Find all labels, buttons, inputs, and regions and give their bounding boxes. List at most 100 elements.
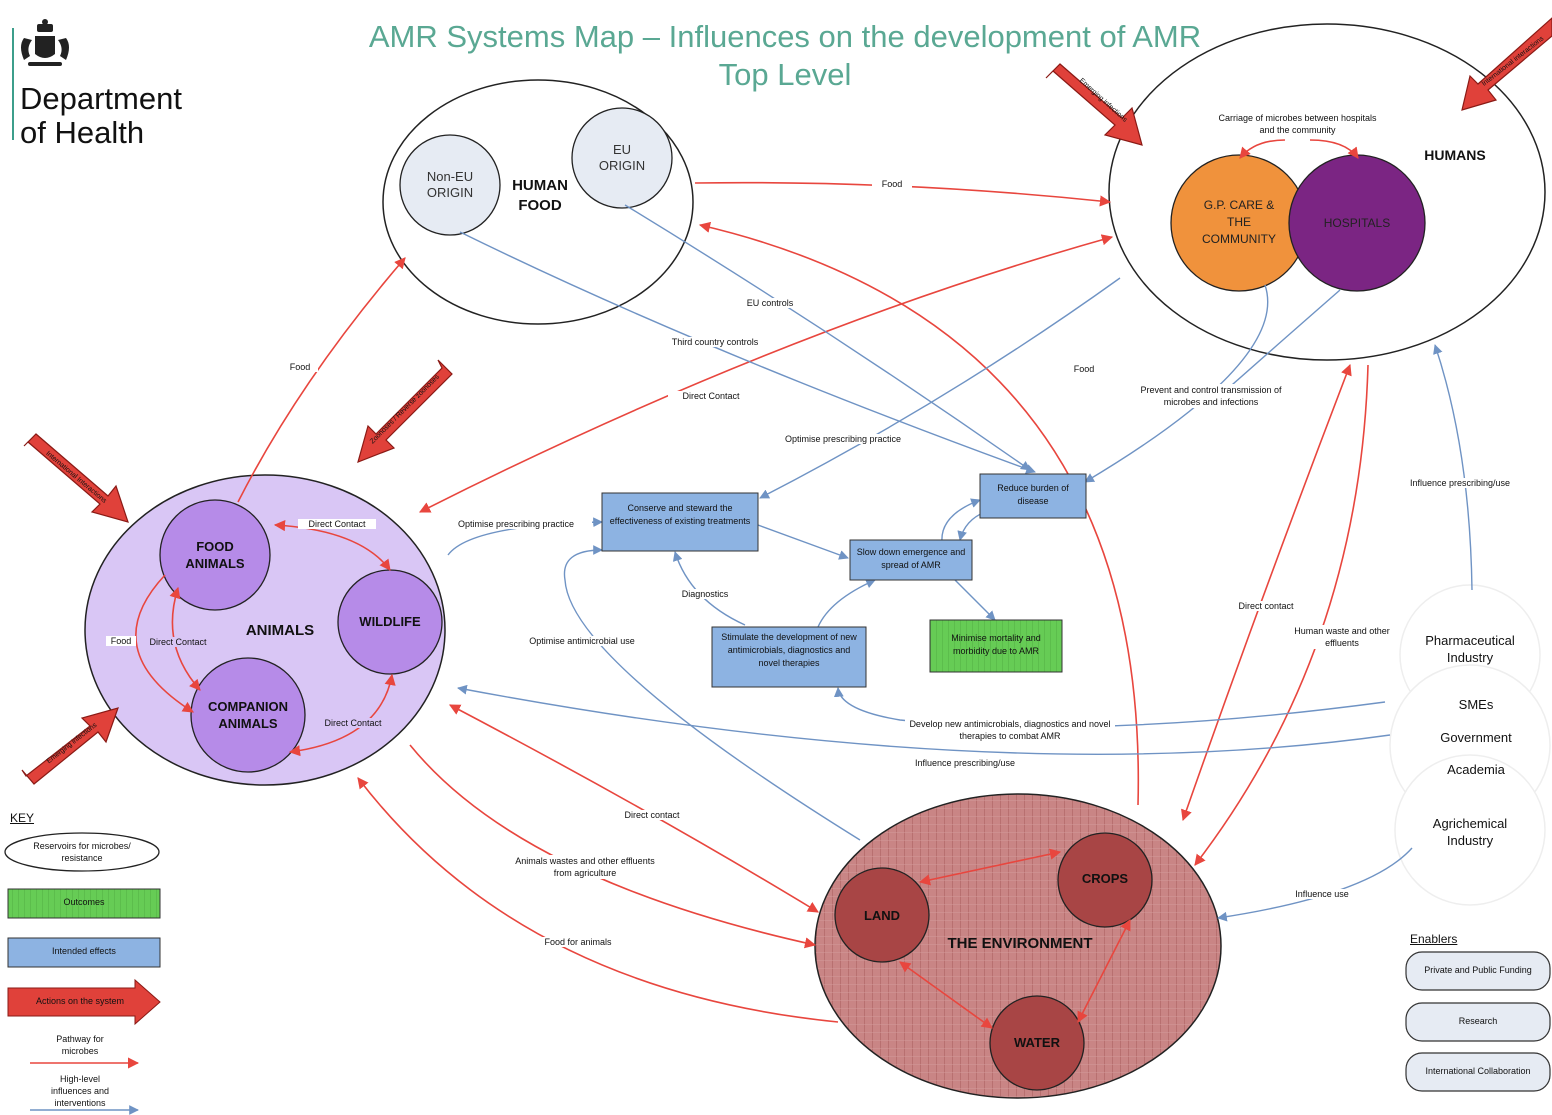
key-intended-symbol — [7, 937, 161, 968]
royal-crest-icon — [21, 19, 69, 66]
key-outcomes-label: Outcomes — [63, 897, 105, 907]
stimulate-box — [711, 626, 867, 688]
crops-label: CROPS — [1081, 871, 1129, 886]
edge-label-diagnostics: Diagnostics — [672, 589, 738, 599]
edge-label-food-left: Food — [282, 362, 318, 372]
minimise-box — [929, 619, 1063, 673]
stakeholder-agrichem: Agrichemical Industry — [1432, 816, 1508, 848]
action-arrow-emerging-left — [21, 707, 119, 785]
action-arrow-international-left — [23, 433, 129, 523]
enabler-collab-box — [1405, 1052, 1551, 1092]
eu-origin-label: EU ORIGIN — [598, 142, 646, 173]
enabler-funding-box — [1405, 951, 1551, 991]
logo-divider — [12, 28, 14, 140]
land-node — [834, 867, 930, 963]
edge-label-direct-contact-humans: Direct Contact — [668, 391, 754, 401]
edge-label-food-right: Food — [1066, 364, 1102, 374]
food-wildlife-contact-arrow — [273, 520, 391, 571]
environment-to-food-arrow — [698, 221, 1140, 806]
eu-controls-arrow — [624, 204, 1031, 471]
food-for-animals-arrow — [357, 777, 839, 1023]
companion-animals-label: COMPANION ANIMALS — [208, 699, 288, 731]
page-title: AMR Systems Map – Influences on the deve… — [300, 18, 1270, 94]
edge-label-develop-new: Develop new antimicrobials, diagnostics … — [905, 718, 1115, 742]
conserve-label: Conserve and steward the effectiveness o… — [609, 503, 751, 526]
reduce-burden-label: Reduce burden of disease — [997, 483, 1069, 506]
edge-label-direct-contact-food-wild: Direct Contact — [298, 519, 376, 529]
wildlife-label: WILDLIFE — [359, 614, 421, 629]
water-node — [989, 995, 1085, 1091]
enabler-funding-label: Private and Public Funding — [1424, 965, 1532, 975]
key-outcome-symbol — [7, 888, 161, 919]
land-label: LAND — [863, 908, 901, 923]
human-waste-arrow — [1194, 364, 1369, 866]
edge-label-optimise-animals: Optimise prescribing practice — [440, 519, 592, 529]
food-animals-node — [159, 499, 271, 611]
key-pathway-label: Pathway for microbes — [56, 1034, 104, 1056]
key-action-symbol — [7, 978, 161, 1026]
influence-prescribing-right-arrow — [1433, 344, 1473, 591]
gp-care-label: G.P. CARE & THE COMMUNITY — [1202, 198, 1276, 246]
stimulate-label: Stimulate the development of new antimic… — [721, 632, 857, 668]
key-influences-label: High-level influences and interventions — [50, 1074, 110, 1108]
stakeholder-pharma: Pharmaceutical Industry — [1425, 633, 1515, 665]
enabler-collab-label: International Collaboration — [1425, 1066, 1531, 1076]
slow-to-reduce-arrow-a — [941, 498, 981, 543]
hospitals-label: HOSPITALS — [1323, 216, 1391, 230]
minimise-label: Minimise mortality and morbidity due to … — [951, 633, 1041, 656]
crops-water-arrow — [1077, 919, 1131, 1023]
carriage-arrow-hosp — [1309, 139, 1359, 159]
food-companion-food-arrow — [135, 574, 194, 713]
non-eu-origin-label: Non-EU ORIGIN — [426, 169, 474, 200]
humans-label: HUMANS — [1424, 147, 1486, 163]
env-humans-direct-contact-arrow — [1181, 363, 1352, 822]
org-name: Department of Health — [20, 82, 182, 150]
slow-down-box — [849, 539, 973, 581]
optimise-prescribing-top-arrow — [759, 277, 1121, 499]
slow-to-minimise-arrow — [954, 579, 996, 621]
title-line1: AMR Systems Map – Influences on the deve… — [368, 19, 1202, 54]
title-line2: Top Level — [718, 57, 852, 92]
edge-label-direct-contact-env-animals: Direct contact — [610, 810, 694, 820]
edge-label-food-for-animals: Food for animals — [530, 937, 626, 947]
edge-label-influence-use: Influence use — [1285, 889, 1359, 899]
conserve-to-slow-arrow — [757, 524, 849, 560]
action-arrow-international-top-right — [1461, 17, 1552, 111]
edge-label-influence-right: Influence prescribing/use — [1395, 478, 1525, 488]
land-crops-arrow — [918, 848, 1062, 886]
reduce-burden-box — [979, 473, 1087, 519]
carriage-arrow-gp — [1239, 139, 1286, 159]
action-arrow-zoonoses — [357, 359, 453, 463]
edge-label-influence-bottom: Influence prescribing/use — [900, 758, 1030, 768]
enabler-research-label: Research — [1458, 1016, 1498, 1026]
optimise-antimicrobial-arrow — [563, 545, 861, 841]
prevent-control-arrow — [1084, 284, 1269, 483]
edge-label-animal-waste: Animals wastes and other effluents from … — [510, 855, 660, 879]
enablers-title: Enablers — [1410, 932, 1458, 946]
stakeholder-academia: Academia — [1447, 762, 1505, 777]
human-food-label: HUMAN FOOD — [512, 177, 568, 214]
slow-down-label: Slow down emergence and spread of AMR — [856, 547, 966, 570]
environment-label: THE ENVIRONMENT — [947, 935, 1093, 952]
food-animals-to-human-food-arrow — [237, 257, 406, 503]
env-animals-contact-arrow — [449, 704, 819, 913]
stakeholder-government: Government — [1440, 730, 1512, 745]
land-water-arrow — [899, 961, 993, 1029]
key-actions-label: Actions on the system — [35, 996, 125, 1006]
eu-origin-node — [571, 107, 673, 209]
agrichem-circle — [1394, 754, 1546, 906]
edge-label-prevent-control: Prevent and control transmission of micr… — [1122, 384, 1300, 408]
enabler-research-box — [1405, 1002, 1551, 1042]
carriage-label: Carriage of microbes between hospitals a… — [1218, 113, 1377, 135]
key-reservoirs-label: Reservoirs for microbes/ resistance — [33, 841, 131, 863]
key-reservoir-symbol — [4, 832, 160, 872]
org-line2: of Health — [20, 115, 145, 150]
edge-label-optimise-top: Optimise prescribing practice — [778, 434, 908, 444]
edge-label-direct-contact-env-humans: Direct contact — [1222, 601, 1310, 611]
food-animals-label: FOOD ANIMALS — [185, 539, 245, 571]
influence-use-arrow — [1217, 847, 1413, 922]
direct-contact-humans-animals-arrow — [419, 234, 1114, 513]
stakeholder-smes: SMEs — [1458, 697, 1494, 712]
edge-label-direct-contact-food-comp: Direct Contact — [140, 637, 216, 647]
